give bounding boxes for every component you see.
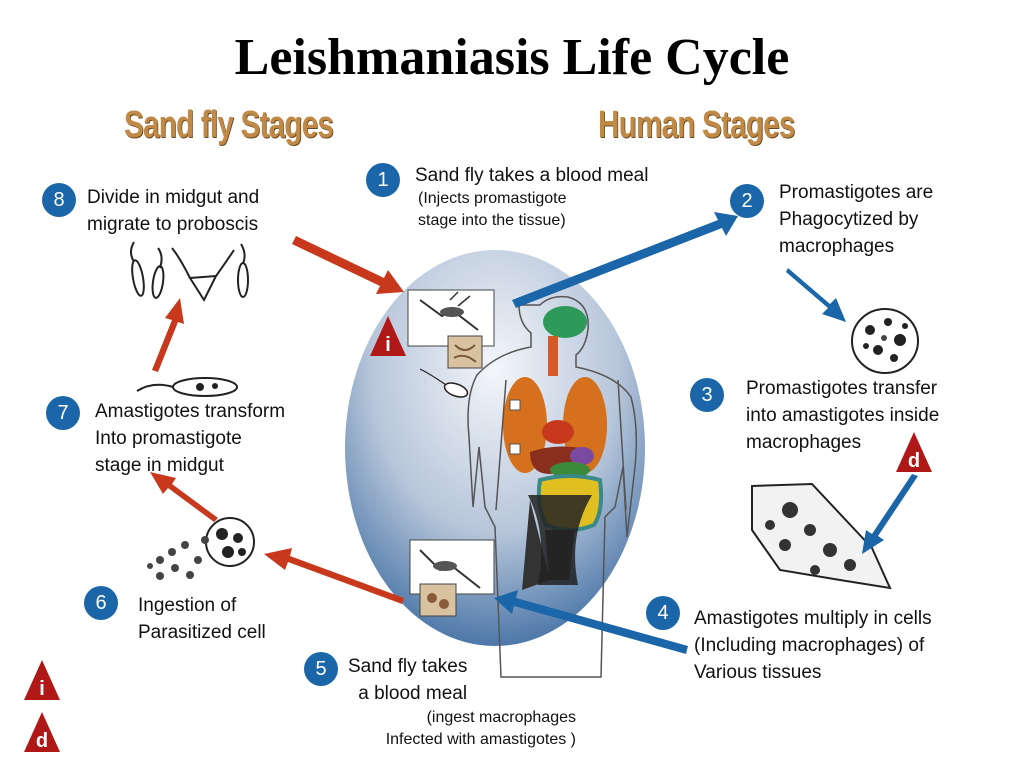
macrophage-cell-icon: [851, 308, 919, 374]
step6-text: Ingestion of Parasitized cell: [138, 595, 266, 643]
infected-tissue-cell-icon: [751, 482, 892, 590]
infective-stage-marker: i: [370, 316, 406, 356]
step-badge-7: 7: [46, 396, 80, 430]
arrow-step2-to-3: [786, 268, 846, 322]
page-title: Leishmaniasis Life Cycle: [234, 29, 790, 86]
legend-infective-marker: i: [24, 660, 60, 700]
svg-text:i: i: [39, 678, 45, 700]
dividing-promastigotes-icon: [130, 241, 249, 303]
arrow-step6-to-7: [150, 472, 218, 522]
step-badge-4: 4: [646, 596, 680, 630]
sandfly-feeding-inset-icon: [409, 539, 495, 617]
promastigote-icon: [419, 368, 469, 398]
step-badge-2: 2: [730, 184, 764, 218]
step5-text: Sand fly takes a blood meal: [348, 656, 468, 704]
step3-text: Promastigotes transfer into amastigotes …: [746, 378, 940, 453]
arrow-step3-to-4: [862, 474, 918, 554]
step4-text: Amastigotes multiply in cells (Including…: [694, 608, 932, 683]
human-stages-header: Human Stages: [598, 104, 795, 146]
arrow-step4-to-5: [494, 590, 688, 654]
transforming-promastigote-icon: [136, 377, 238, 397]
arrow-step8-to-1: [292, 236, 404, 294]
step-badge-8: 8: [42, 183, 76, 217]
step-badge-5: 5: [304, 652, 338, 686]
step-badge-3: 3: [690, 378, 724, 412]
svg-text:d: d: [36, 730, 48, 752]
step2-text: Promastigotes are Phagocytized by macrop…: [779, 182, 934, 257]
step-badge-6: 6: [84, 586, 118, 620]
sandfly-bite-inset-icon: [407, 289, 495, 369]
arrow-step5-to-6: [264, 548, 404, 604]
svg-text:d: d: [908, 450, 920, 472]
human-figure-icon: [467, 295, 638, 678]
legend-diagnostic-marker: d: [24, 712, 60, 752]
svg-text:i: i: [385, 334, 391, 356]
arrow-step1-to-2: [512, 212, 738, 308]
step8-text: Divide in midgut and migrate to probosci…: [87, 187, 260, 235]
step1-text: Sand fly takes a blood meal: [415, 165, 649, 186]
sandfly-stages-header: Sand fly Stages: [124, 104, 334, 146]
diagnostic-stage-marker: d: [896, 432, 932, 472]
arrow-step7-to-8: [152, 298, 184, 372]
step1-subtext: (Injects promastigote stage into the tis…: [418, 190, 567, 229]
step-badge-1: 1: [366, 163, 400, 197]
step7-text: Amastigotes transform Into promastigote …: [95, 401, 286, 476]
parasitized-cell-icon: [147, 517, 255, 580]
step5-subtext: (ingest macrophages Infected with amasti…: [385, 709, 576, 748]
